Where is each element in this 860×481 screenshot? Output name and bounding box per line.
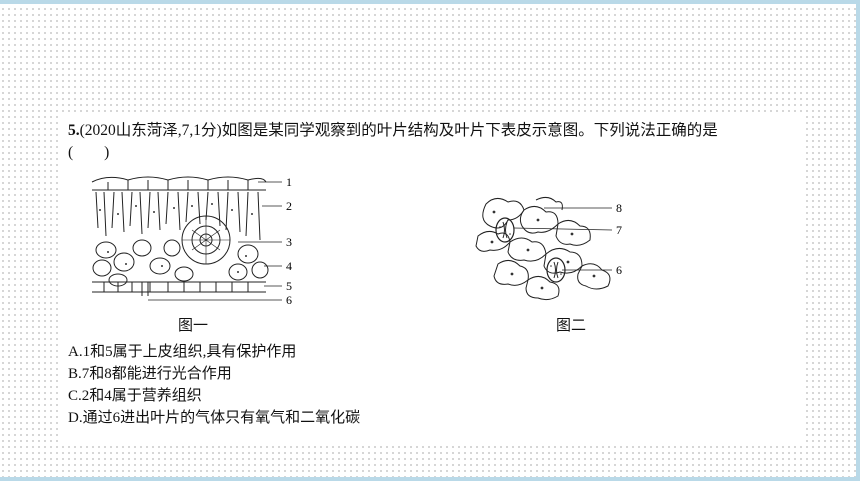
- leaf-cross-section-figure: 1 2 3 4 5 6: [88, 170, 308, 310]
- fig1-label-2: 2: [286, 199, 292, 213]
- fig1-label-5: 5: [286, 279, 292, 293]
- fig2-caption: 图二: [556, 316, 587, 334]
- fig1-label-1: 1: [286, 175, 292, 189]
- lower-epidermis-diagram: 8 7 6: [475, 196, 622, 301]
- question-text: (2020山东菏泽,7,1分)如图是某同学观察到的叶片结构及叶片下表皮示意图。下…: [79, 122, 718, 139]
- fig1-label-3: 3: [286, 235, 292, 249]
- frame-right-border: [856, 0, 860, 481]
- frame-bottom-border: [0, 477, 860, 481]
- question-stem: 5.(2020山东菏泽,7,1分)如图是某同学观察到的叶片结构及叶片下表皮示意图…: [68, 118, 718, 140]
- question-number: 5.: [68, 122, 80, 139]
- frame-top-border: [0, 0, 860, 4]
- option-a: A.1和5属于上皮组织,具有保护作用: [68, 344, 297, 360]
- answer-blank: ( ): [68, 144, 110, 161]
- question-slide: 5.(2020山东菏泽,7,1分)如图是某同学观察到的叶片结构及叶片下表皮示意图…: [62, 112, 804, 442]
- fig1-label-6: 6: [286, 293, 292, 307]
- option-c: C.2和4属于营养组织: [68, 388, 202, 404]
- leaf-cross-section-diagram: 1 2 3 4 5 6: [91, 175, 292, 307]
- option-b: B.7和8都能进行光合作用: [68, 366, 232, 382]
- fig1-caption: 图一: [178, 316, 209, 334]
- lower-epidermis-figure: 8 7 6: [472, 190, 632, 310]
- fig2-label-6: 6: [616, 263, 622, 277]
- option-d: D.通过6进出叶片的气体只有氧气和二氧化碳: [68, 410, 361, 426]
- fig1-label-4: 4: [286, 259, 292, 273]
- fig2-label-7: 7: [616, 223, 622, 237]
- fig2-label-8: 8: [616, 201, 622, 215]
